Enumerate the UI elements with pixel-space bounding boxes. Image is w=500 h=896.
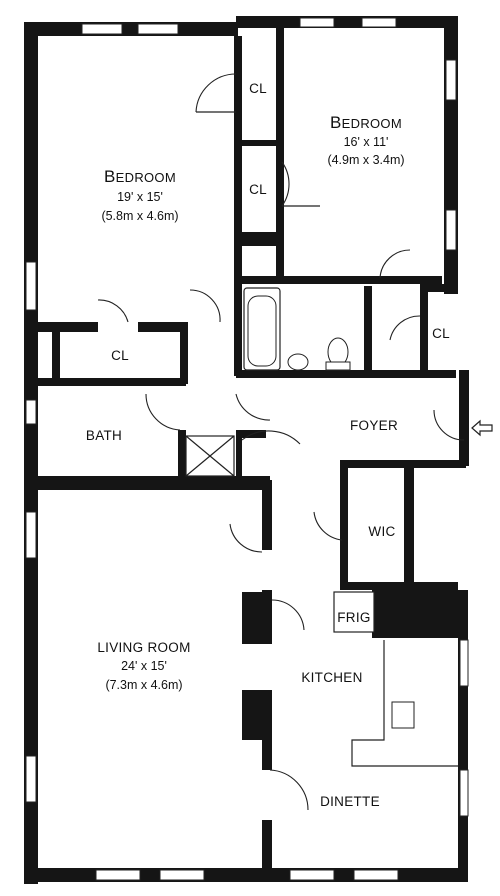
windows bbox=[25, 17, 469, 881]
closet-foyer-label: CL bbox=[432, 326, 450, 341]
bath-fixtures bbox=[185, 287, 351, 477]
living-room-name: LIVING ROOM bbox=[97, 640, 190, 655]
bedroom-left-dim-ft: 19' x 15' bbox=[117, 190, 163, 204]
kitchen-counter bbox=[351, 640, 458, 767]
bedroom-right-label: BEDROOM 16' x 11' (4.9m x 3.4m) bbox=[327, 113, 404, 167]
closet-top-2-label: CL bbox=[249, 182, 267, 197]
foyer-label: FOYER bbox=[350, 418, 398, 433]
bathtub bbox=[243, 287, 281, 371]
bath-label: BATH bbox=[86, 428, 122, 443]
bedroom-left-name: BEDROOM bbox=[104, 167, 176, 186]
wic-label: WIC bbox=[368, 524, 395, 539]
frig-label: FRIG bbox=[337, 610, 370, 625]
living-room-dim-ft: 24' x 15' bbox=[121, 659, 167, 673]
doors bbox=[97, 73, 465, 811]
kitchen-sink bbox=[391, 701, 415, 729]
exterior-walls bbox=[24, 16, 469, 884]
bedroom-right-name: BEDROOM bbox=[330, 113, 402, 132]
interior-walls bbox=[38, 28, 466, 874]
closet-left-label: CL bbox=[111, 348, 129, 363]
kitchen-label: KITCHEN bbox=[301, 670, 362, 685]
bedroom-left-label: BEDROOM 19' x 15' (5.8m x 4.6m) bbox=[101, 167, 178, 223]
bedroom-right-dim-m: (4.9m x 3.4m) bbox=[327, 153, 404, 167]
living-room-dim-m: (7.3m x 4.6m) bbox=[105, 678, 182, 692]
living-room-label: LIVING ROOM 24' x 15' (7.3m x 4.6m) bbox=[97, 640, 190, 692]
bedroom-right-dim-ft: 16' x 11' bbox=[344, 135, 389, 149]
bedroom-left-dim-m: (5.8m x 4.6m) bbox=[101, 209, 178, 223]
dinette-label: DINETTE bbox=[320, 794, 380, 809]
sink bbox=[287, 353, 309, 371]
arrow-left-icon bbox=[471, 419, 493, 437]
closet-top-1-label: CL bbox=[249, 81, 267, 96]
